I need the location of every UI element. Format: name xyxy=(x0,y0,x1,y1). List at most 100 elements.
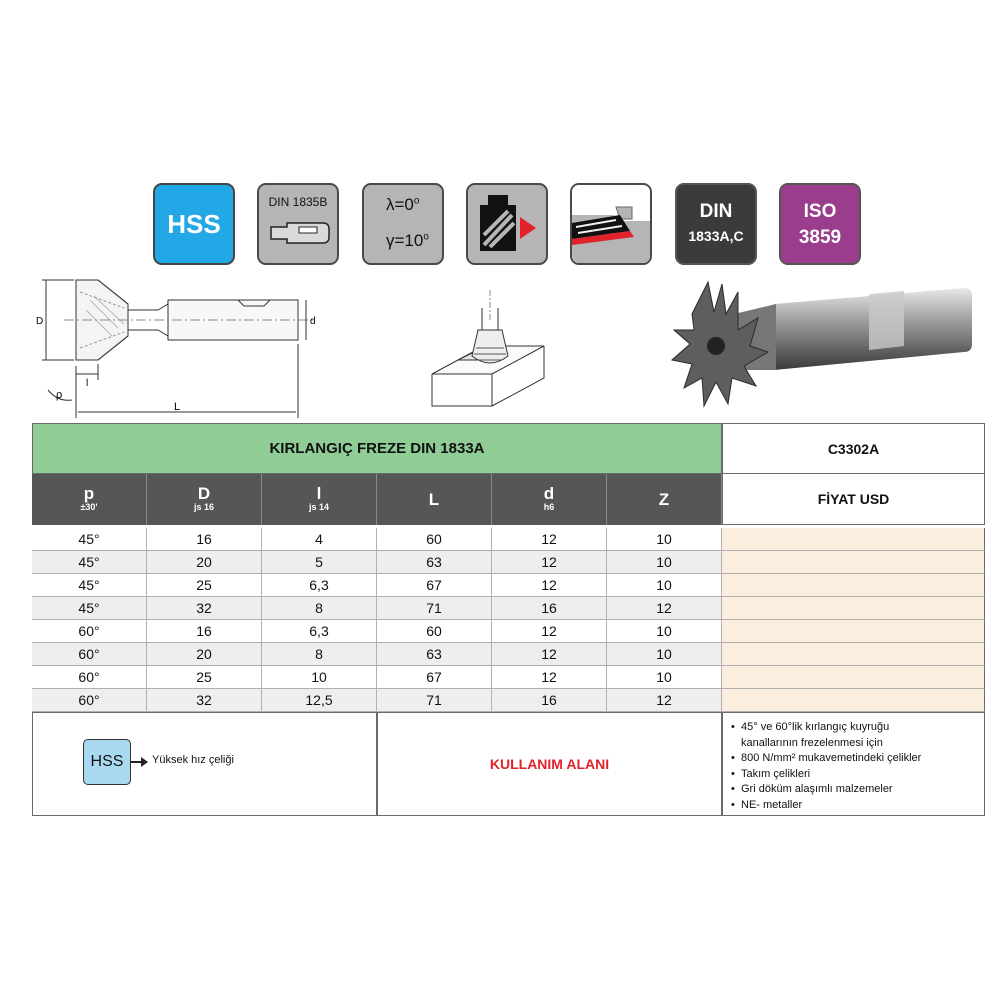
cell-p: 45° xyxy=(32,551,147,574)
cell-D: 20 xyxy=(147,643,262,666)
usage-item: Takım çelikleri xyxy=(731,767,921,783)
cell-l: 8 xyxy=(262,643,377,666)
cell-L: 63 xyxy=(377,551,492,574)
cell-L: 60 xyxy=(377,528,492,551)
lambda-angle: λ=0o xyxy=(386,195,420,214)
table-row: 45° 25 6,3 67 12 10 xyxy=(32,574,985,597)
feature-badges: HSS DIN 1835B λ=0o γ=10o DIN 18 xyxy=(153,183,865,269)
cell-l: 12,5 xyxy=(262,689,377,712)
cell-p: 60° xyxy=(32,689,147,712)
hss-badge: HSS xyxy=(153,183,235,265)
col-header-p: p±30' xyxy=(32,474,147,525)
cell-D: 16 xyxy=(147,620,262,643)
cell-l: 8 xyxy=(262,597,377,620)
usage-item: 800 N/mm² mukavemetindeki çelikler xyxy=(731,751,921,767)
dim-l-label: l xyxy=(86,378,88,389)
shank-icon xyxy=(270,222,330,244)
cell-l: 6,3 xyxy=(262,620,377,643)
cell-Z: 10 xyxy=(607,666,722,689)
cell-price[interactable] xyxy=(722,597,985,620)
cell-price[interactable] xyxy=(722,620,985,643)
cell-L: 60 xyxy=(377,620,492,643)
cell-l: 5 xyxy=(262,551,377,574)
cell-Z: 10 xyxy=(607,574,722,597)
cell-D: 20 xyxy=(147,551,262,574)
cell-Z: 12 xyxy=(607,689,722,712)
cell-price[interactable] xyxy=(722,551,985,574)
hss-description: Yüksek hız çeliği xyxy=(152,754,234,766)
cell-D: 16 xyxy=(147,528,262,551)
table-row: 45° 20 5 63 12 10 xyxy=(32,551,985,574)
cell-L: 63 xyxy=(377,643,492,666)
cell-L: 71 xyxy=(377,597,492,620)
gamma-angle: γ=10o xyxy=(386,231,429,250)
product-code: C3302A xyxy=(722,423,985,474)
product-table: KIRLANGIÇ FREZE DIN 1833A C3302A p±30' D… xyxy=(32,423,985,816)
application-drawing xyxy=(431,290,545,407)
cell-p: 45° xyxy=(32,597,147,620)
table-row: 45° 32 8 71 16 12 xyxy=(32,597,985,620)
table-row: 60° 25 10 67 12 10 xyxy=(32,666,985,689)
cell-D: 25 xyxy=(147,574,262,597)
angles-badge: λ=0o γ=10o xyxy=(362,183,444,265)
cell-price[interactable] xyxy=(722,574,985,597)
usage-list-cell: 45° ve 60°lik kırlangıç kuyruğu kanallar… xyxy=(722,712,985,816)
iso-line1: ISO xyxy=(803,201,837,222)
cell-p: 45° xyxy=(32,528,147,551)
cutting-badge xyxy=(570,183,652,265)
col-header-Z: Z xyxy=(607,474,722,525)
hss-badge-label: HSS xyxy=(167,208,221,239)
cell-Z: 10 xyxy=(607,551,722,574)
cell-price[interactable] xyxy=(722,528,985,551)
usage-item: 45° ve 60°lik kırlangıç kuyruğu xyxy=(731,720,921,736)
cell-price[interactable] xyxy=(722,689,985,712)
cell-D: 25 xyxy=(147,666,262,689)
dim-d-label: d xyxy=(310,316,316,327)
cell-L: 67 xyxy=(377,666,492,689)
arrow-right-icon xyxy=(131,761,143,763)
din-1835b-label: DIN 1835B xyxy=(268,195,328,209)
product-image xyxy=(670,280,972,408)
cell-Z: 10 xyxy=(607,643,722,666)
usage-list: 45° ve 60°lik kırlangıç kuyruğu kanallar… xyxy=(731,720,921,813)
cell-D: 32 xyxy=(147,597,262,620)
din-1833-badge: DIN 1833A,C xyxy=(675,183,757,265)
table-row: 60° 16 6,3 60 12 10 xyxy=(32,620,985,643)
cell-price[interactable] xyxy=(722,643,985,666)
cell-l: 4 xyxy=(262,528,377,551)
col-header-L: L xyxy=(377,474,492,525)
cell-L: 67 xyxy=(377,574,492,597)
cell-p: 45° xyxy=(32,574,147,597)
coolant-badge xyxy=(466,183,548,265)
cell-d: 12 xyxy=(492,666,607,689)
cutting-icon xyxy=(572,185,650,263)
cell-p: 60° xyxy=(32,643,147,666)
dim-rho-label: ρ xyxy=(56,389,62,401)
coolant-icon xyxy=(480,195,536,251)
usage-item: NE- metaller xyxy=(731,798,921,814)
din-1833-line2: 1833A,C xyxy=(688,228,744,244)
cell-l: 6,3 xyxy=(262,574,377,597)
cell-d: 12 xyxy=(492,643,607,666)
cell-p: 60° xyxy=(32,620,147,643)
usage-item-cont: kanallarının frezelenmesi için xyxy=(741,736,883,749)
cell-d: 12 xyxy=(492,528,607,551)
cell-d: 16 xyxy=(492,597,607,620)
cell-p: 60° xyxy=(32,666,147,689)
usage-item: Gri döküm alaşımlı malzemeler xyxy=(731,782,921,798)
price-header: FİYAT USD xyxy=(722,474,985,525)
cell-d: 12 xyxy=(492,574,607,597)
cell-Z: 10 xyxy=(607,620,722,643)
dim-L-label: L xyxy=(174,401,180,413)
din-1835b-badge: DIN 1835B xyxy=(257,183,339,265)
cell-Z: 12 xyxy=(607,597,722,620)
usage-title-cell: KULLANIM ALANI xyxy=(377,712,722,816)
cell-price[interactable] xyxy=(722,666,985,689)
table-row: 60° 20 8 63 12 10 xyxy=(32,643,985,666)
din-1833-line1: DIN xyxy=(699,201,733,222)
table-title: KIRLANGIÇ FREZE DIN 1833A xyxy=(32,423,722,474)
table-row: 45° 16 4 60 12 10 xyxy=(32,528,985,551)
